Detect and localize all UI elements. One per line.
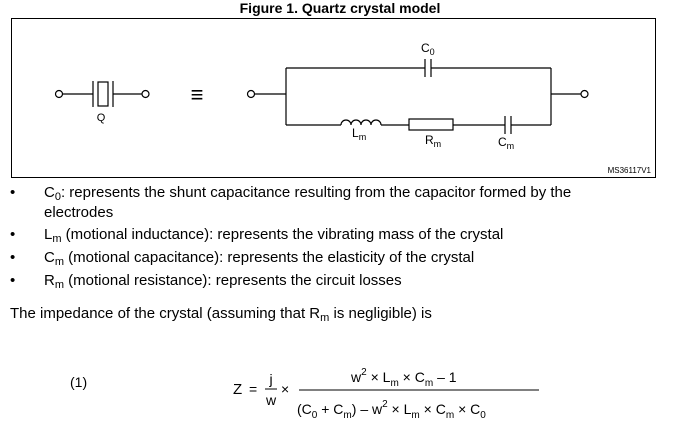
symbol-subscript: m (54, 279, 65, 291)
figure-border (11, 18, 656, 178)
figure-title: Figure 1. Quartz crystal model (239, 0, 441, 16)
list-item-c0: • C0: represents the shunt capacitance r… (0, 183, 680, 225)
circuit-diagram: Q ≡ C0 Lm Rm Cm (11, 18, 656, 178)
eq-frac-den: w (265, 392, 277, 408)
bullet-icon: • (10, 226, 16, 243)
equation-number: (1) (70, 374, 88, 390)
component-list: • C0: represents the shunt capacitance r… (0, 183, 680, 294)
item-text: (motional inductance): represents the vi… (61, 226, 504, 243)
rm-label: Rm (425, 133, 441, 149)
equivalent-sign: ≡ (191, 82, 204, 107)
bullet-icon: • (10, 184, 16, 201)
list-item-rm: • Rm (motional resistance): represents t… (0, 271, 680, 294)
cm-label: Cm (498, 135, 514, 151)
eq-frac-num: j (268, 371, 272, 387)
eq-denominator: (C0 + Cm) – w2 × Lm × Cm × C0 (297, 399, 486, 421)
eq-times: × (281, 381, 289, 397)
symbol: C (44, 184, 55, 201)
symbol-subscript: m (52, 233, 62, 245)
impedance-equation: Z = j w × w2 × Lm × Cm – 1 (C0 + Cm) – w… (225, 360, 555, 430)
item-text-continued: electrodes (44, 204, 114, 221)
equation-svg: Z = j w × w2 × Lm × Cm – 1 (C0 + Cm) – w… (233, 367, 539, 421)
bullet-icon: • (10, 272, 16, 289)
bullet-icon: • (10, 249, 16, 266)
symbol: C (44, 249, 55, 266)
list-item-cm: • Cm (motional capacitance): represents … (0, 248, 680, 271)
c0-label: C0 (421, 41, 435, 57)
item-text: : represents the shunt capacitance resul… (60, 184, 572, 201)
list-item-lm: • Lm (motional inductance): represents t… (0, 225, 680, 248)
item-text: (motional resistance): represents the ci… (64, 272, 402, 289)
symbol-subscript: 0 (54, 191, 61, 203)
lm-label: Lm (352, 126, 366, 142)
eq-lhs: Z (233, 381, 242, 398)
circuit-figure: Q ≡ C0 Lm Rm Cm (11, 18, 656, 178)
symbol-subscript: m (54, 256, 65, 268)
crystal-symbol (54, 81, 150, 107)
impedance-paragraph: The impedance of the crystal (assuming t… (10, 305, 432, 324)
symbol: L (44, 226, 53, 243)
eq-numerator: w2 × Lm × Cm – 1 (350, 367, 457, 389)
symbol: R (44, 272, 55, 289)
item-text: (motional capacitance): represents the e… (64, 249, 475, 266)
crystal-label: Q (97, 112, 106, 124)
eq-sign: = (249, 381, 257, 397)
equivalent-circuit (246, 59, 589, 134)
figure-reference-code: MS36117V1 (608, 166, 652, 175)
